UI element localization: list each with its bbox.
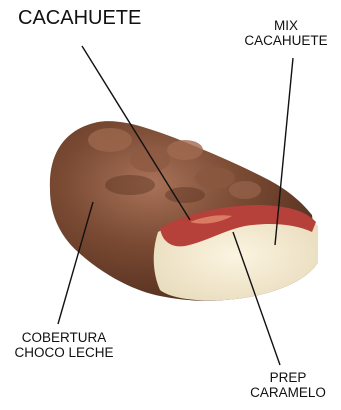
label-cobertura-choco-leche: COBERTURA CHOCO LECHE (6, 330, 122, 360)
chocolate-bump (167, 140, 203, 160)
chocolate-bump (130, 148, 170, 172)
label-mix-cacahuete: MIX CACAHUETE (234, 18, 338, 48)
label-prep-caramelo: PREP CARAMELO (247, 370, 329, 400)
chocolate-bump (195, 167, 235, 189)
chocolate-shadow (105, 175, 155, 195)
chocolate-bump (88, 128, 132, 152)
chocolate-bump (229, 181, 261, 199)
label-cacahuete: CACAHUETE (18, 7, 141, 29)
